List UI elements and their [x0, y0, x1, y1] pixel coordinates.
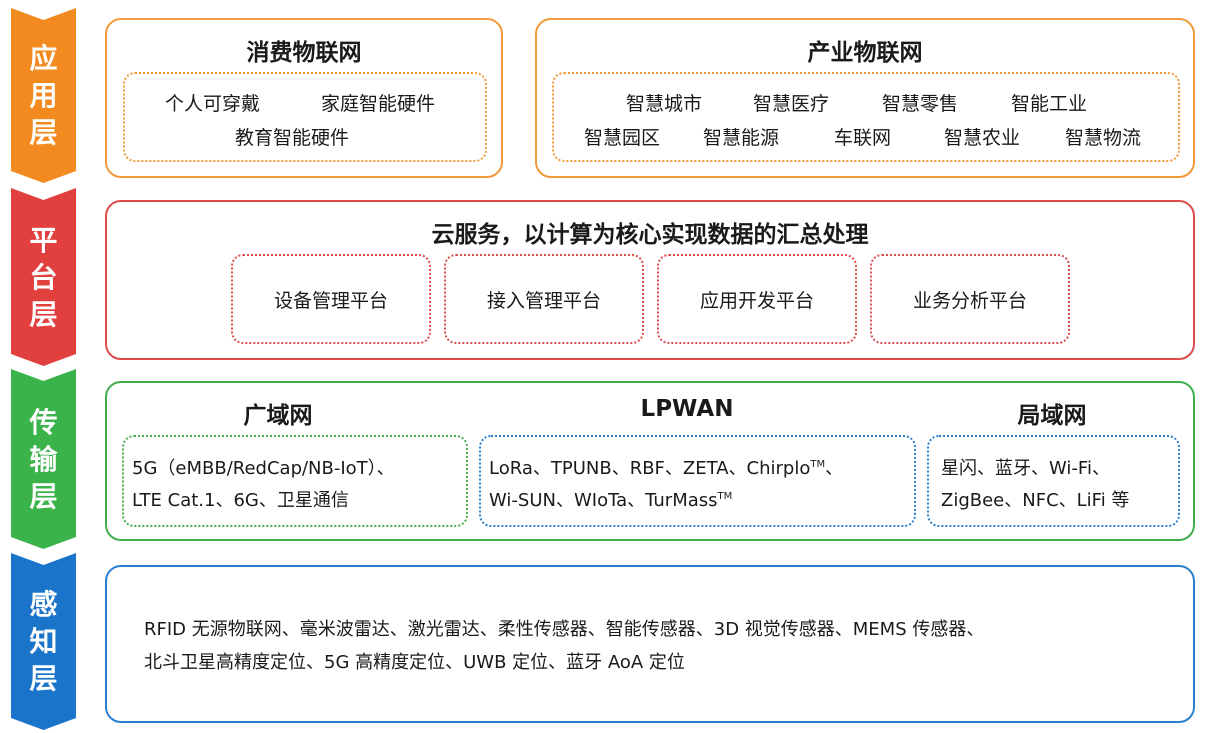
lpwan-line1-sep: 、	[825, 458, 844, 479]
lan-line: 星闪、蓝牙、Wi-Fi、	[941, 458, 1110, 479]
consumer-item: 个人可穿戴	[165, 93, 261, 115]
lan-box: 星闪、蓝牙、Wi-Fi、 ZigBee、NFC、LiFi 等	[927, 435, 1180, 527]
application-layer-tag: 应用层	[11, 8, 76, 183]
industry-item: 智慧城市	[626, 93, 703, 115]
wan-box: 5G（eMBB/RedCap/NB-IoT）、 LTE Cat.1、6G、卫星通…	[122, 435, 468, 527]
wan-title: 广域网	[243, 403, 313, 429]
industry-item: 智慧农业	[944, 127, 1021, 149]
platform-item-box: 设备管理平台	[231, 254, 431, 344]
industry-item: 智慧园区	[584, 127, 661, 149]
industry-iot-items: 智慧城市 智慧医疗 智慧零售 智能工业 智慧园区 智慧能源 车联网 智慧农业 智…	[552, 72, 1180, 162]
industry-item: 智慧零售	[882, 93, 959, 115]
industry-iot-box: 产业物联网 智慧城市 智慧医疗 智慧零售 智能工业 智慧园区 智慧能源 车联网 …	[535, 18, 1195, 178]
platform-item: 接入管理平台	[486, 289, 601, 312]
lpwan-line1-text: LoRa、TPUNB、RBF、ZETA、Chirplo	[489, 458, 811, 479]
industry-item: 智慧能源	[703, 127, 780, 149]
application-layer-label: 应用层	[29, 42, 58, 149]
perception-layer-tag: 感知层	[11, 553, 76, 730]
platform-box: 云服务，以计算为核心实现数据的汇总处理 设备管理平台 接入管理平台 应用开发平台…	[105, 200, 1195, 360]
platform-item-box: 业务分析平台	[870, 254, 1070, 344]
lpwan-line2-text: Wi-SUN、WIoTa、TurMass	[489, 490, 718, 511]
wan-line: LTE Cat.1、6G、卫星通信	[132, 490, 349, 511]
tm-mark: TM	[717, 491, 733, 502]
platform-item: 设备管理平台	[273, 289, 388, 312]
industry-item: 车联网	[834, 127, 892, 149]
platform-item-box: 应用开发平台	[657, 254, 857, 344]
consumer-item: 家庭智能硬件	[321, 93, 436, 115]
industry-item: 智慧物流	[1065, 127, 1142, 149]
consumer-iot-items: 个人可穿戴 家庭智能硬件 教育智能硬件	[123, 72, 487, 162]
perception-layer-label: 感知层	[29, 588, 58, 695]
transport-layer-label: 传输层	[29, 405, 58, 513]
transport-layer-tag: 传输层	[11, 369, 76, 549]
platform-item: 应用开发平台	[699, 289, 814, 312]
platform-item: 业务分析平台	[912, 289, 1027, 312]
lpwan-box: LoRa、TPUNB、RBF、ZETA、ChirploTM、 Wi-SUN、WI…	[479, 435, 916, 527]
lan-line: ZigBee、NFC、LiFi 等	[941, 490, 1130, 511]
consumer-item: 教育智能硬件	[235, 127, 350, 149]
platform-title: 云服务，以计算为核心实现数据的汇总处理	[431, 222, 869, 248]
industry-item: 智慧医疗	[753, 93, 830, 115]
consumer-iot-title: 消费物联网	[246, 40, 362, 66]
perception-line: 北斗卫星高精度定位、5G 高精度定位、UWB 定位、蓝牙 AoA 定位	[144, 652, 685, 673]
tm-mark: TM	[810, 459, 826, 470]
lan-title: 局域网	[1017, 403, 1087, 429]
platform-layer-label: 平台层	[29, 223, 58, 331]
lpwan-title: LPWAN	[640, 396, 734, 422]
platform-layer-tag: 平台层	[11, 188, 76, 366]
industry-iot-title: 产业物联网	[807, 40, 923, 66]
lpwan-line: LoRa、TPUNB、RBF、ZETA、ChirploTM、	[489, 454, 843, 480]
perception-box: RFID 无源物联网、毫米波雷达、激光雷达、柔性传感器、智能传感器、3D 视觉传…	[105, 565, 1195, 723]
lpwan-line: Wi-SUN、WIoTa、TurMassTM	[489, 486, 732, 512]
wan-line: 5G（eMBB/RedCap/NB-IoT）、	[132, 458, 395, 479]
transport-box: 广域网 LPWAN 局域网 5G（eMBB/RedCap/NB-IoT）、 LT…	[105, 381, 1195, 541]
platform-item-box: 接入管理平台	[444, 254, 644, 344]
industry-item: 智能工业	[1011, 93, 1088, 115]
perception-line: RFID 无源物联网、毫米波雷达、激光雷达、柔性传感器、智能传感器、3D 视觉传…	[144, 619, 985, 640]
consumer-iot-box: 消费物联网 个人可穿戴 家庭智能硬件 教育智能硬件	[105, 18, 503, 178]
